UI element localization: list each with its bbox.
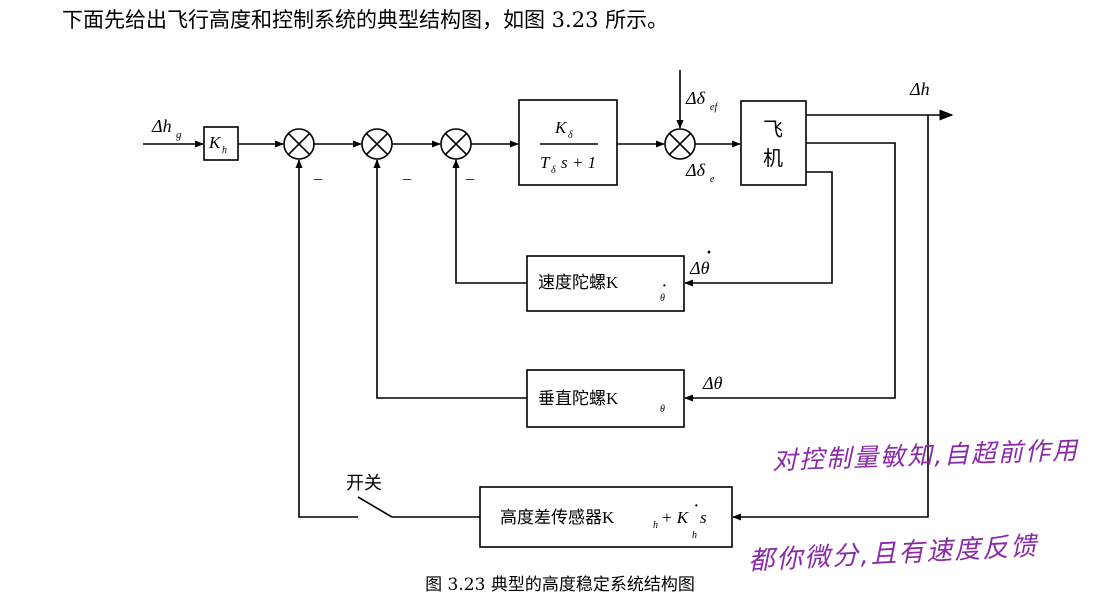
svg-text:Δθ: Δθ xyxy=(689,258,710,278)
rate-gyro-to-sum3 xyxy=(452,159,527,284)
summing-junction-2 xyxy=(361,128,393,160)
switch-blade xyxy=(357,496,393,518)
switch-label: 开关 xyxy=(346,473,382,493)
svg-text:δ: δ xyxy=(568,130,573,141)
aircraft-label-1: 飞 xyxy=(763,119,783,141)
intro-text: 下面先给出飞行高度和控制系统的典型结构图，如图 3.23 所示。 xyxy=(62,8,669,32)
summing-junction-disturbance xyxy=(664,128,696,160)
svg-text:·: · xyxy=(694,499,699,514)
svg-text:θ: θ xyxy=(660,293,665,304)
disturbance-label: Δδ ef xyxy=(685,88,718,113)
svg-text:T: T xyxy=(540,153,551,172)
aircraft-label-2: 机 xyxy=(763,147,783,170)
height-feedback-path xyxy=(732,115,929,521)
height-sensor-block xyxy=(479,486,733,548)
svg-text:δ: δ xyxy=(551,165,556,176)
svg-text:·: · xyxy=(706,242,712,262)
rate-gyro-label: 速度陀螺K θ · xyxy=(538,273,667,304)
aircraft-block xyxy=(740,100,807,186)
vertical-gyro-signal-label: Δθ xyxy=(702,373,723,393)
svg-text:s: s xyxy=(700,508,707,527)
height-sensor-label: 高度差传感器K h + K · h s xyxy=(500,499,707,541)
gain-block-kh xyxy=(203,126,239,161)
summing-junction-3 xyxy=(440,128,472,160)
svg-text:垂直陀螺K: 垂直陀螺K xyxy=(538,389,619,408)
input-label: Δh g xyxy=(151,116,182,141)
vertical-gyro-to-sum2 xyxy=(373,159,527,399)
svg-text:K: K xyxy=(554,118,568,137)
svg-text:h: h xyxy=(653,520,658,531)
servo-transfer-function: K δ T δ s + 1 xyxy=(540,118,598,176)
svg-text:h: h xyxy=(222,145,227,156)
summing-junction-1 xyxy=(283,128,315,160)
svg-text:ef: ef xyxy=(710,102,718,113)
svg-text:h: h xyxy=(692,530,697,541)
figure-caption: 图 3.23 典型的高度稳定系统结构图 xyxy=(425,575,695,595)
minus-sign-3: _ xyxy=(465,165,475,182)
minus-sign-2: _ xyxy=(402,165,412,182)
switch-to-sum1 xyxy=(295,159,358,518)
vertical-gyro-label: 垂直陀螺K θ xyxy=(538,389,665,415)
svg-text:高度差传感器K: 高度差传感器K xyxy=(500,508,615,527)
output-label: Δh xyxy=(909,79,930,99)
minus-sign-1: _ xyxy=(313,165,323,182)
servo-output-label: Δδ e xyxy=(685,160,715,185)
vertical-gyro-feedback-path xyxy=(684,142,896,402)
vertical-gyro-block xyxy=(526,369,685,428)
svg-text:s + 1: s + 1 xyxy=(561,153,596,172)
svg-text:Δδ: Δδ xyxy=(685,160,706,180)
svg-text:θ: θ xyxy=(660,404,665,415)
servo-block xyxy=(518,99,618,186)
svg-text:Δh: Δh xyxy=(151,116,172,136)
rate-gyro-signal-label: Δθ · xyxy=(689,242,712,278)
svg-text:+ K: + K xyxy=(661,508,690,527)
svg-text:e: e xyxy=(710,174,715,185)
svg-text:g: g xyxy=(176,129,182,141)
gain-block-label: K h xyxy=(208,133,227,156)
svg-text:Δδ: Δδ xyxy=(685,88,706,108)
svg-text:·: · xyxy=(662,279,667,294)
rate-gyro-feedback-path xyxy=(684,171,833,287)
svg-text:速度陀螺K: 速度陀螺K xyxy=(538,273,619,292)
rate-gyro-block xyxy=(526,255,685,312)
svg-text:K: K xyxy=(208,133,222,152)
